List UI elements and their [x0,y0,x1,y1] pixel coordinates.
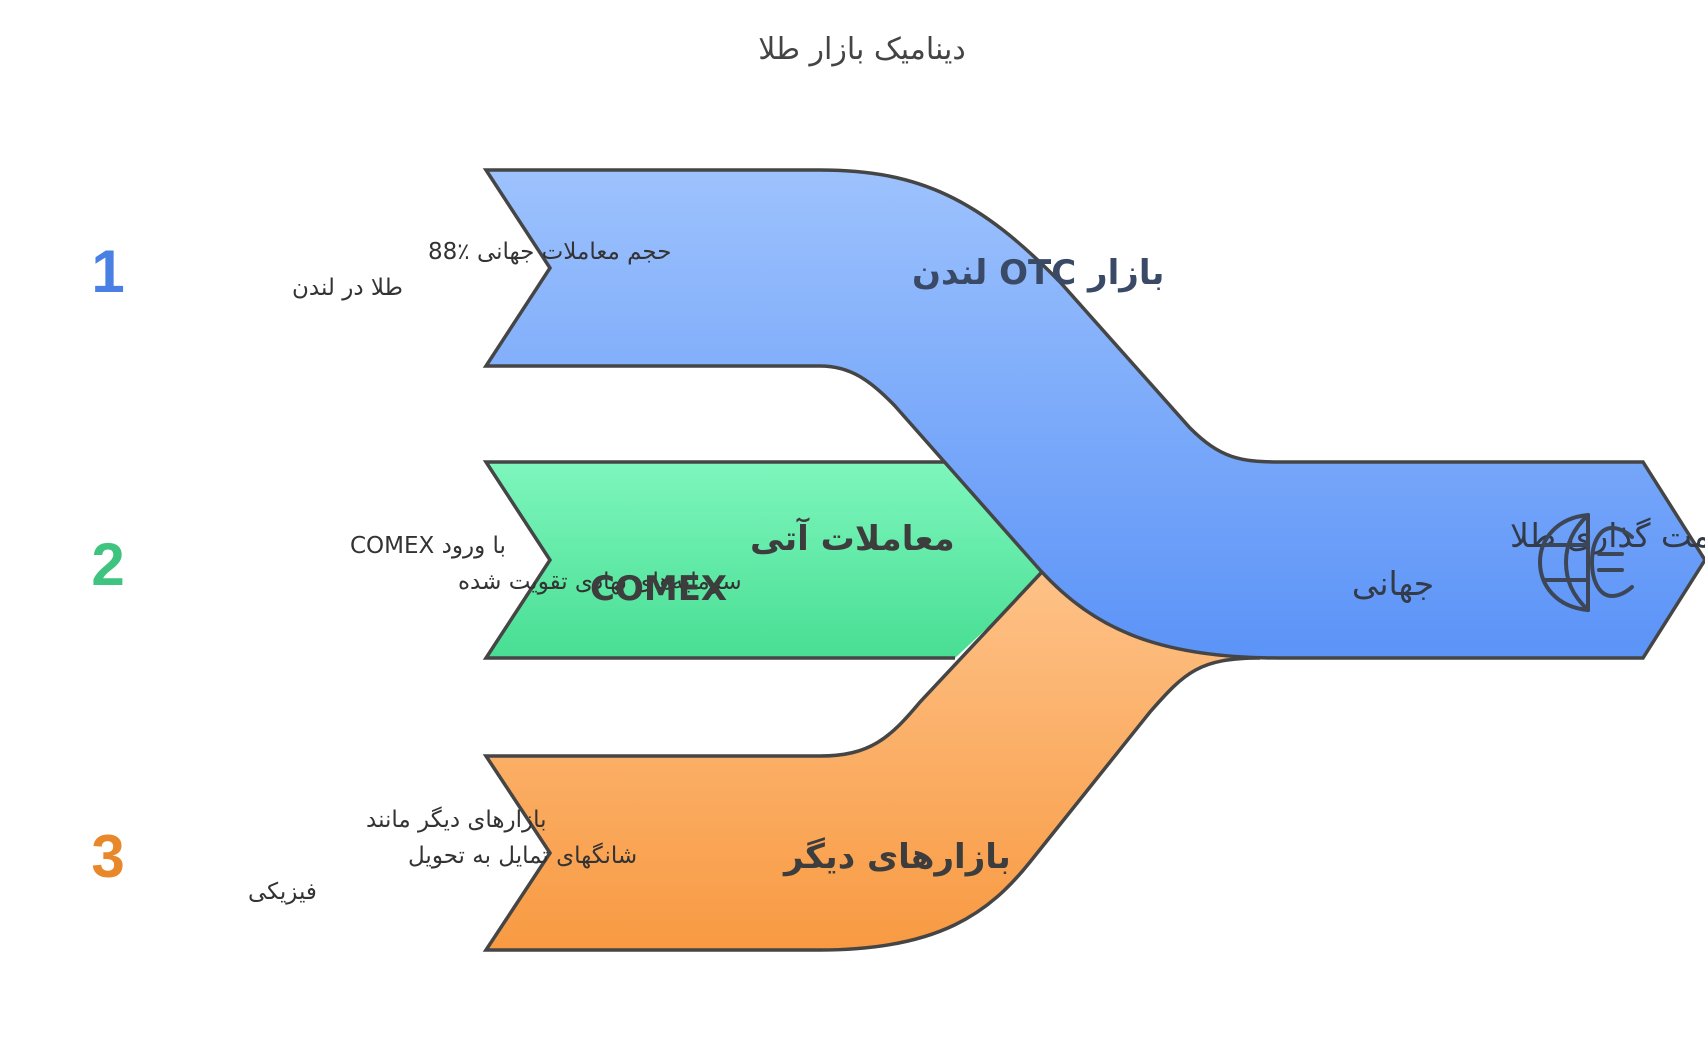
global-pricing-label-line-1: قیمت گذاری طلا [1510,516,1705,555]
comex-futures-label-line-2: COMEX [590,569,727,609]
item-number-3: 3 [91,823,124,890]
item-1-desc-line-1: حجم معاملات جهانی ٪88 [428,239,671,265]
comex-futures-arrow-outline [482,460,955,660]
other-markets-arrow [486,558,1260,950]
comex-futures-arrow [486,462,1060,658]
item-number-1: 1 [91,238,124,305]
item-1-desc-line-2: طلا در لندن [292,275,403,301]
item-number-2: 2 [91,531,124,598]
global-pricing-label-line-2: جهانی [1352,564,1434,603]
item-3-desc-line-3: فیزیکی [248,879,317,905]
item-3-desc-line-2: شانگهای تمایل به تحویل [408,842,637,869]
other-markets-label: بازارهای دیگر [782,837,1011,877]
item-2-desc-line-1: با ورود COMEX [350,533,506,559]
item-2-desc-line-2: سرمایه‌های نهادی تقویت شده [458,569,742,595]
london-otc-arrow-outline [482,168,1705,660]
london-otc-label: بازار OTC لندن [912,253,1164,293]
item-3-desc-line-1: بازارهای دیگر مانند [366,806,547,833]
globe-euro-icon [1537,513,1634,612]
london-otc-arrow [486,170,1705,658]
other-markets-arrow-outline [482,556,1261,952]
comex-futures-label-line-1: معاملات آتی [750,517,955,559]
diagram-title: دینامیک بازار طلا [758,32,966,67]
